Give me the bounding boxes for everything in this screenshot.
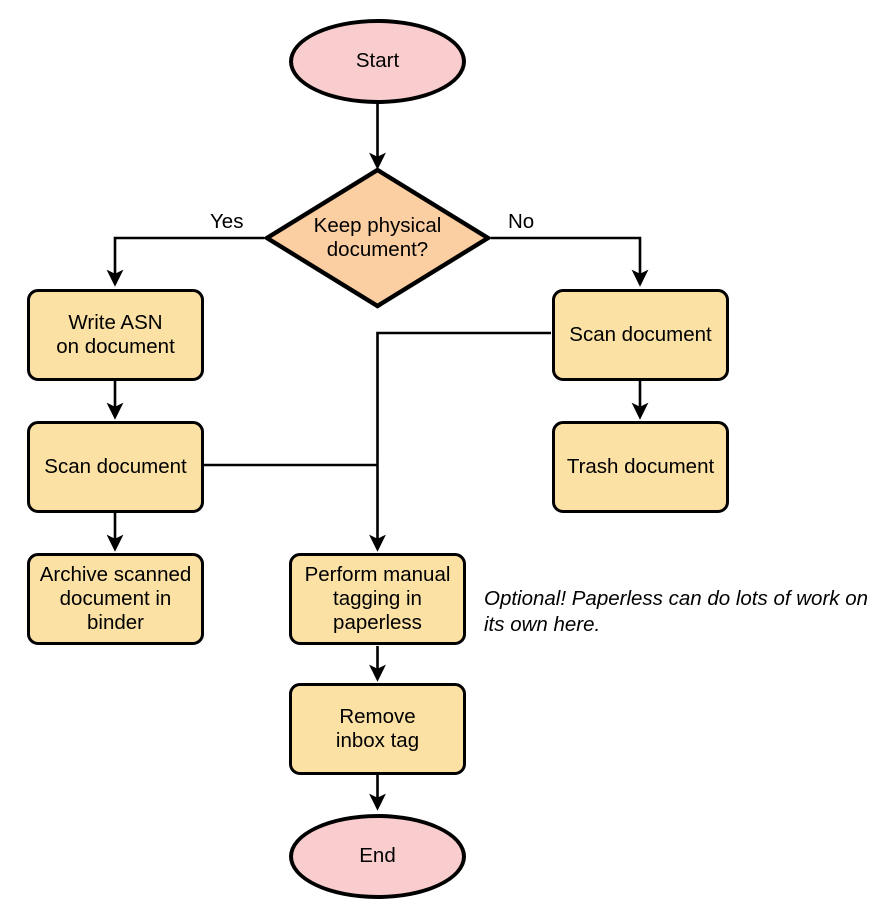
edge-decision-yes-to-write-asn (106, 236, 264, 287)
node-end[interactable]: End (289, 814, 466, 899)
node-scan-document-right[interactable]: Scan document (552, 289, 729, 381)
node-keep-physical-document[interactable]: Keep physical document? (264, 167, 491, 309)
node-archive-scanned-document[interactable]: Archive scanned document in binder (27, 553, 204, 645)
node-write-asn-on-document[interactable]: Write ASN on document (27, 289, 204, 381)
node-scan-document-left[interactable]: Scan document (27, 421, 204, 513)
edge-label-yes: Yes (210, 210, 244, 233)
annotation-note: Optional! Paperless can do lots of work … (484, 587, 869, 637)
edge-label-no: No (508, 210, 535, 233)
node-scan-document-left-label: Scan document (44, 454, 187, 478)
node-trash-document-label: Trash document (566, 454, 715, 478)
edge-scan-right-to-tagging (369, 331, 551, 552)
node-write-asn-on-document-label: Write ASN on document (56, 310, 175, 358)
node-scan-document-right-label: Scan document (569, 322, 712, 346)
node-remove-inbox-tag[interactable]: Remove inbox tag (289, 683, 466, 775)
node-keep-physical-document-label: Keep physical document? (313, 213, 442, 261)
node-perform-manual-tagging-label: Perform manual tagging in paperless (304, 562, 451, 635)
node-perform-manual-tagging[interactable]: Perform manual tagging in paperless (289, 553, 466, 645)
node-remove-inbox-tag-label: Remove inbox tag (335, 704, 420, 752)
node-end-label: End (359, 844, 396, 868)
diamond-shape (264, 167, 491, 309)
node-start[interactable]: Start (289, 19, 466, 104)
node-trash-document[interactable]: Trash document (552, 421, 729, 513)
node-archive-scanned-document-label: Archive scanned document in binder (39, 562, 192, 635)
edge-decision-no-to-scan-right (491, 236, 649, 287)
node-start-label: Start (355, 49, 400, 73)
